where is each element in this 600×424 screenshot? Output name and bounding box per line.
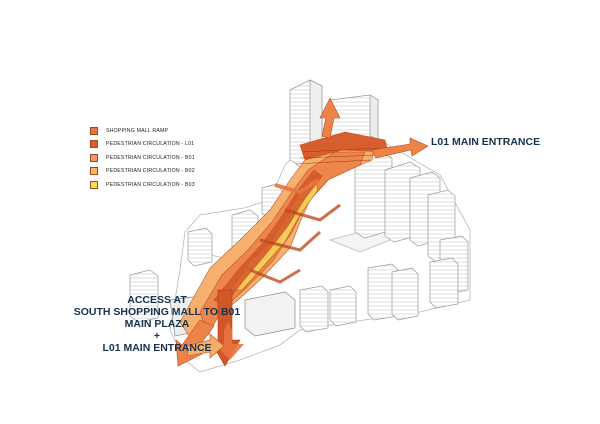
legend-item-l01: PEDESTRIAN CIRCULATION - L01 — [90, 138, 195, 152]
arrow-east — [371, 137, 429, 159]
callout-south-access: ACCESS AT SOUTH SHOPPING MALL TO B01 MAI… — [52, 294, 262, 354]
legend: SHOPPING MALL RAMP PEDESTRIAN CIRCULATIO… — [90, 124, 195, 192]
callout-line: MAIN PLAZA — [124, 318, 190, 330]
tower-cluster-east — [354, 151, 469, 309]
legend-label: PEDESTRIAN CIRCULATION - B03 — [106, 181, 195, 188]
callout-line: + — [153, 330, 161, 342]
legend-swatch — [90, 126, 98, 135]
legend-label: PEDESTRIAN CIRCULATION - B01 — [106, 154, 195, 161]
legend-item-b02: PEDESTRIAN CIRCULATION - B02 — [90, 165, 195, 179]
legend-item-b03: PEDESTRIAN CIRCULATION - B03 — [90, 178, 195, 192]
legend-swatch — [90, 180, 98, 189]
callout-line: L01 MAIN ENTRANCE — [102, 342, 212, 354]
arrow-north — [319, 97, 341, 139]
legend-label: PEDESTRIAN CIRCULATION - B02 — [106, 168, 195, 175]
callout-l01-main-entrance: L01 MAIN ENTRANCE — [431, 136, 541, 148]
callout-line: SOUTH SHOPPING MALL TO B01 — [73, 306, 241, 318]
arrow-southwest — [175, 319, 215, 367]
arrow-southeast — [185, 322, 244, 360]
legend-item-shopping-mall-ramp: SHOPPING MALL RAMP — [90, 124, 195, 138]
legend-item-b01: PEDESTRIAN CIRCULATION - B01 — [90, 151, 195, 165]
tower-cluster-south — [299, 263, 419, 333]
callout-line: ACCESS AT — [127, 294, 187, 306]
legend-swatch — [90, 140, 98, 149]
legend-label: PEDESTRIAN CIRCULATION - L01 — [106, 141, 195, 148]
legend-swatch — [90, 153, 98, 162]
legend-swatch — [90, 167, 98, 176]
legend-label: SHOPPING MALL RAMP — [106, 127, 169, 134]
